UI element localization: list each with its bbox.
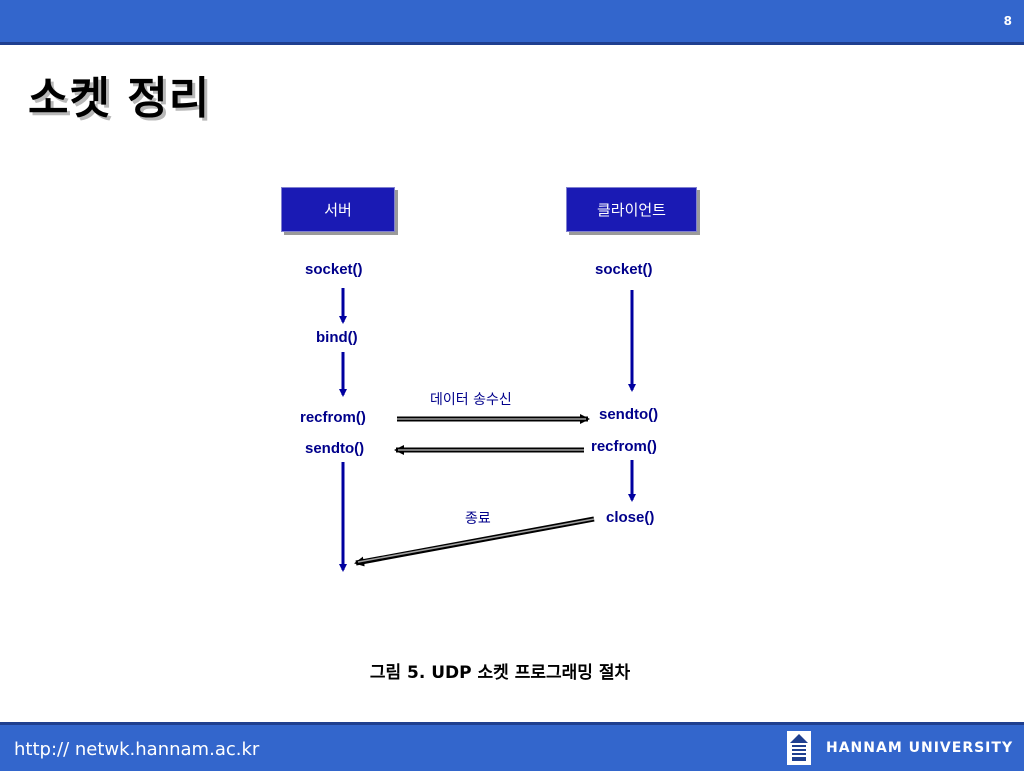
server-bind-label: bind() (316, 329, 358, 346)
data-exchange-label: 데이터 송수신 (430, 392, 512, 408)
hannam-logo-icon (787, 731, 811, 765)
server-header-box: 서버 (281, 187, 395, 232)
figure-caption: 그림 5. UDP 소켓 프로그래밍 절차 (369, 663, 631, 683)
university-name: HANNAM UNIVERSITY (826, 740, 1014, 756)
arrow-termination (354, 516, 595, 567)
server-socket-label: socket() (305, 261, 363, 278)
termination-label: 종료 (465, 511, 491, 527)
server-recvfrom-label: recfrom() (300, 409, 366, 426)
client-header-box: 클라이언트 (566, 187, 697, 232)
page-number: 8 (1003, 14, 1012, 28)
top-bar: 8 (0, 0, 1024, 45)
client-sendto-label: sendto() (599, 406, 659, 423)
footer-url[interactable]: http:// netwk.hannam.ac.kr (14, 739, 260, 760)
client-recvfrom-label: recfrom() (591, 438, 657, 455)
slide-title: 소켓 정리 (28, 73, 211, 124)
client-socket-label: socket() (595, 261, 653, 278)
bottom-bar: http:// netwk.hannam.ac.kr HANNAM UNIVER… (0, 722, 1024, 771)
server-sendto-label: sendto() (305, 440, 365, 457)
client-close-label: close() (606, 509, 655, 526)
